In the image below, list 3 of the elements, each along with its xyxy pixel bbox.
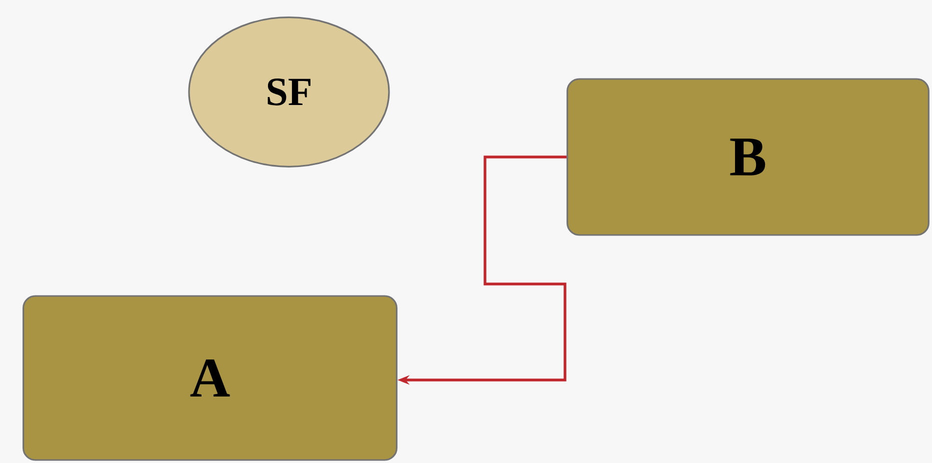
rounded-box: A <box>22 295 398 461</box>
rounded-box: B <box>566 78 930 236</box>
oval-node: SF <box>188 16 390 168</box>
